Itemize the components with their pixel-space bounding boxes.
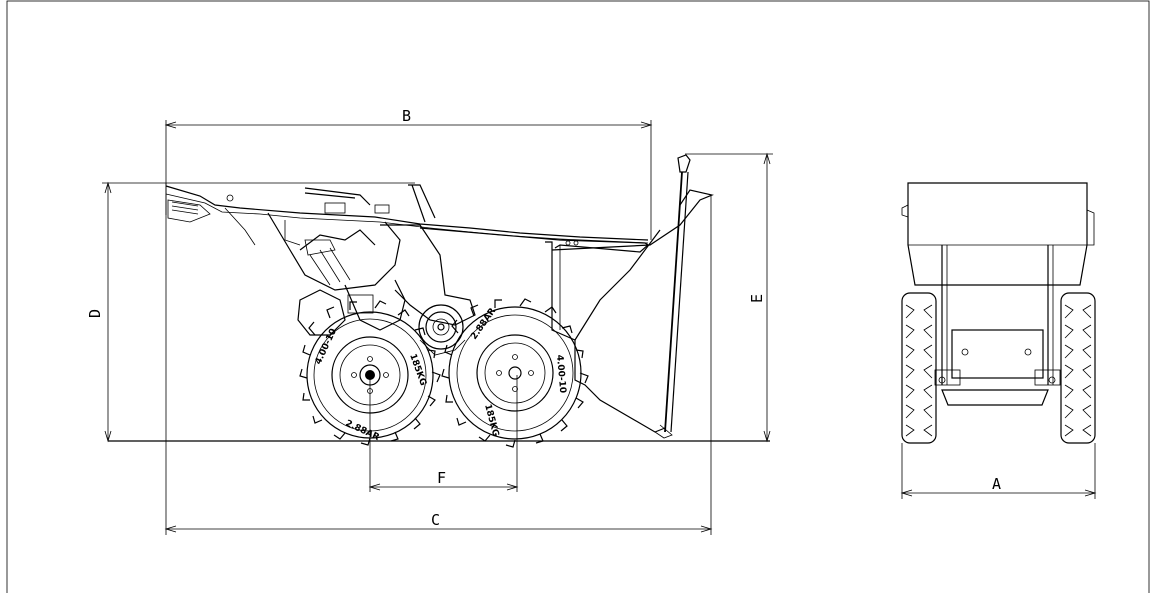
label-f: F: [437, 469, 446, 487]
front-view-left-tire: [901, 292, 937, 444]
dimension-f: F: [368, 375, 519, 492]
front-tire-size: 4.00-10: [554, 354, 567, 393]
label-e: E: [748, 294, 766, 303]
rear-tire-load: 185KG: [407, 353, 428, 388]
dimension-a: A: [900, 443, 1097, 499]
tipping-lever: [654, 154, 691, 439]
side-view: B C D E: [86, 107, 773, 535]
label-c: C: [431, 511, 440, 529]
dimension-e: E: [685, 152, 773, 443]
front-chassis: [934, 245, 1061, 406]
drive-hub: [418, 304, 466, 356]
drawing-frame: [6, 0, 1150, 593]
label-d: D: [86, 309, 104, 318]
dump-bucket: [419, 189, 714, 433]
label-b: B: [402, 107, 411, 125]
front-bucket: [907, 182, 1088, 286]
label-a: A: [992, 475, 1001, 493]
dimension-b: B: [164, 107, 653, 240]
dimension-c: C: [164, 195, 713, 535]
front-view: A: [900, 182, 1097, 499]
handlebar-assembly: [165, 183, 649, 246]
front-tire-load: 185KG: [482, 403, 500, 438]
dimension-d: D: [86, 181, 415, 443]
rear-tire-pressure: 2.88AR: [344, 419, 381, 443]
front-view-right-tire: [1060, 292, 1096, 444]
